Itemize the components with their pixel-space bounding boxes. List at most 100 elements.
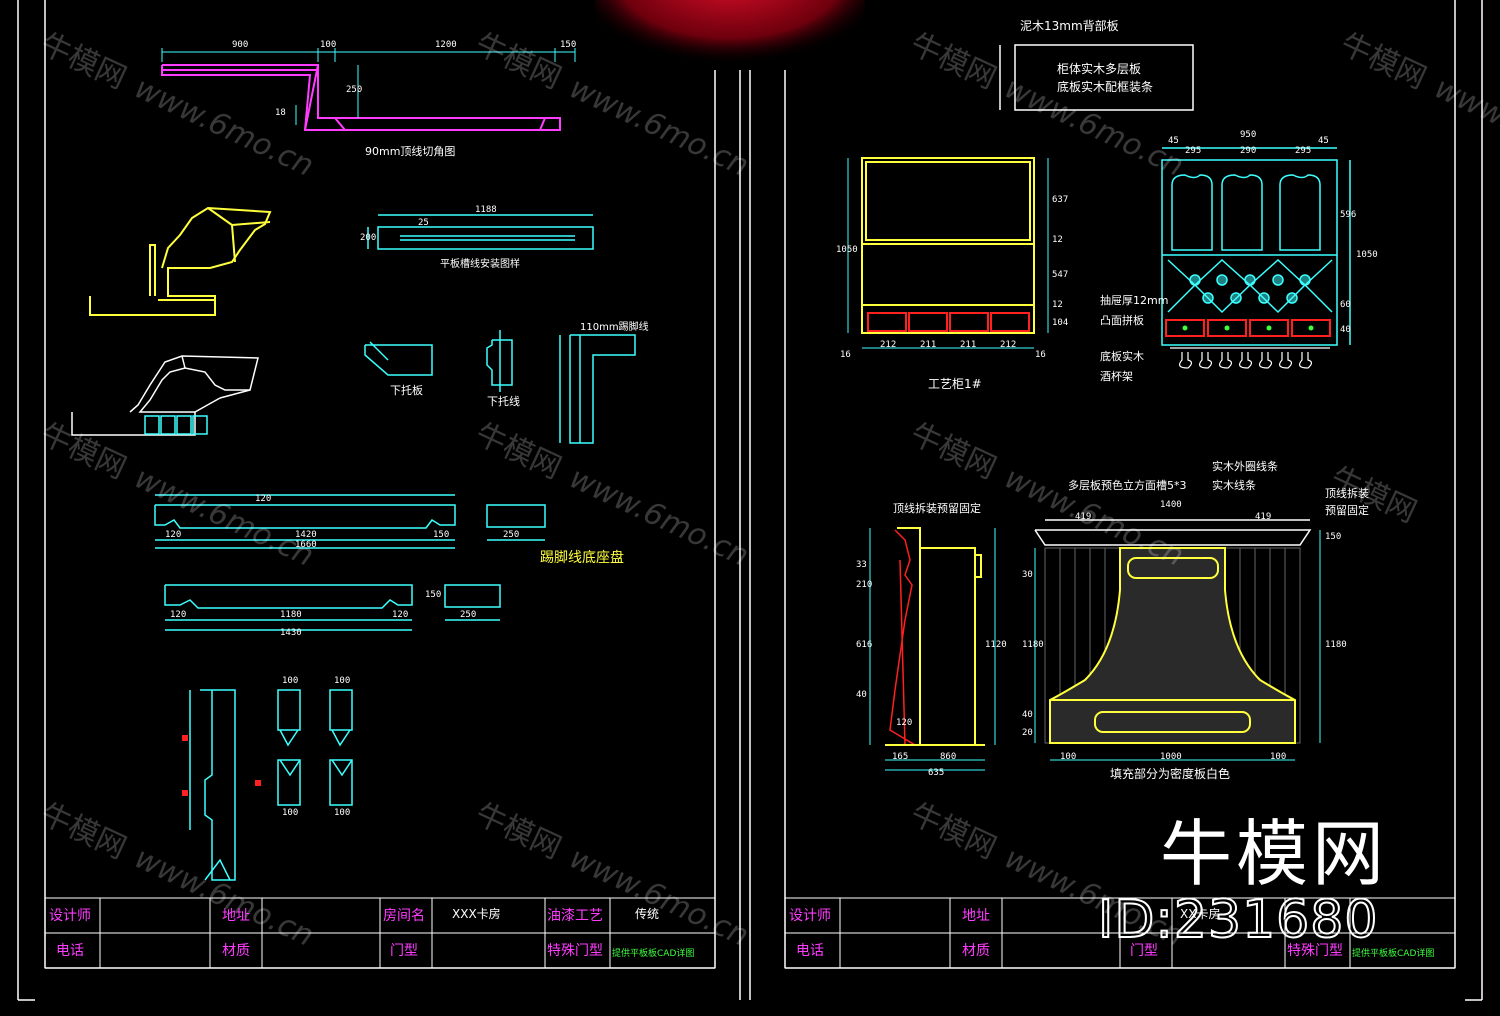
dim: 547 [1052,270,1069,280]
dim: 40 [1340,325,1351,335]
crown-profile-white [71,355,259,436]
dim: 211 [920,340,937,350]
dim: 1420 [295,530,317,540]
dim: 635 [928,768,945,778]
dim: 25 [418,218,429,228]
dim: 200 [360,233,377,243]
wine-cabinet [1161,147,1351,346]
lower-line-label: 下托线 [487,395,520,408]
tb-provider: 提供平板板CAD详图 [612,949,695,959]
crown-install-right-1: 顶线拆装 [1325,487,1369,500]
brand-id: ID:231680 [1097,889,1379,951]
tb-material-label: 材质 [222,943,250,959]
flat-slot-label: 平板槽线安装图样 [440,259,520,270]
dim: 150 [1325,532,1342,542]
tb-room-value: XXX卡房 [452,907,501,921]
dim: 250 [503,530,520,540]
dim: 1180 [1325,640,1347,650]
dim: 900 [232,40,249,50]
crown-install-right-2: 预留固定 [1325,504,1369,517]
drawer-front-label: 抽屉厚12mm [1100,294,1169,307]
red-decoration [595,0,865,80]
lower-line-profile [486,330,513,392]
dim: 250 [346,85,363,95]
dim: 1180 [280,610,302,620]
kick-line-tag: 110mm踢脚线 [580,322,649,333]
dim: 33 [856,560,867,570]
kick-line-profile [559,334,636,444]
dim: 40 [856,690,867,700]
dim: 250 [460,610,477,620]
tb-phone-label: 电话 [56,943,84,959]
dim: 1120 [985,640,1007,650]
dim: 1000 [1160,752,1182,762]
dim: 18 [275,108,286,118]
dim: 1188 [475,205,497,215]
solid-strip-label: 实木线条 [1212,479,1256,492]
glass-rack [1170,347,1330,369]
dim: 150 [425,590,442,600]
crown-cut-dimensions [161,48,576,125]
dim: 20 [1022,728,1033,738]
column-details [277,689,353,806]
dim: 100 [282,808,299,818]
tb-paint-label: 油漆工艺 [547,908,603,924]
dim: 295 [1295,146,1312,156]
art-cabinet-dims [847,158,1049,349]
dim: 16 [1035,350,1046,360]
right-title-block [784,897,1456,969]
wine-drawer-knobs [1182,325,1314,331]
dim: 100 [282,676,299,686]
crown-profile-yellow [89,206,272,316]
dim: 100 [1270,752,1287,762]
dim: 100 [334,676,351,686]
back-panel-label: 泥木13mm背部板 [1020,19,1119,33]
tb-door-label: 门型 [1130,943,1158,959]
dim: 290 [1240,146,1257,156]
dim: 150 [433,530,450,540]
hood-front-dims [1034,530,1321,761]
hood-side-dims [869,528,996,771]
crown-cut-label: 90mm顶线切角图 [365,145,456,158]
dim: 40 [1022,710,1033,720]
dim: 295 [1185,146,1202,156]
dim: 1050 [1356,250,1378,260]
tb-paint-value: 传统 [635,907,660,921]
art-cabinet-drawers [867,312,1030,332]
dim: 60 [1340,300,1351,310]
dim: 100 [1060,752,1077,762]
dim: 950 [1240,130,1257,140]
hood-front-panels [1050,557,1295,733]
dim: 165 [892,752,909,762]
dim: 1430 [280,628,302,638]
art-cabinet [861,157,1035,334]
kick-base-1 [154,494,546,549]
hood-front [1049,547,1296,744]
dim: 12 [1052,235,1063,245]
dim: 212 [1000,340,1017,350]
crown-install-left-label: 顶线拆装预留固定 [893,502,981,515]
kick-base-2 [164,584,501,631]
crown-cut-profile [161,64,561,131]
dim: 150 [560,40,577,50]
dim: 211 [960,340,977,350]
dim: 120 [392,610,409,620]
hood-crown [1034,519,1312,546]
dim: 210 [856,580,873,590]
dim: 860 [940,752,957,762]
glass-rack-label: 酒杯架 [1100,370,1133,383]
wine-drawers [1165,319,1331,337]
dim: 45 [1168,136,1179,146]
tb-special-door-label: 特殊门型 [547,943,603,959]
tb-material-label: 材质 [962,943,990,959]
tb-address-label: 地址 [222,908,250,924]
dim: 120 [170,610,187,620]
column-profile [189,689,236,881]
flat-slot-board [367,214,594,250]
lower-board-profile [364,341,433,376]
left-title-block [44,897,716,969]
tb-provider: 提供平板板CAD详图 [1352,949,1435,959]
dim: 100 [320,40,337,50]
dim: 30 [1022,570,1033,580]
tb-special-door-label: 特殊门型 [1287,943,1343,959]
